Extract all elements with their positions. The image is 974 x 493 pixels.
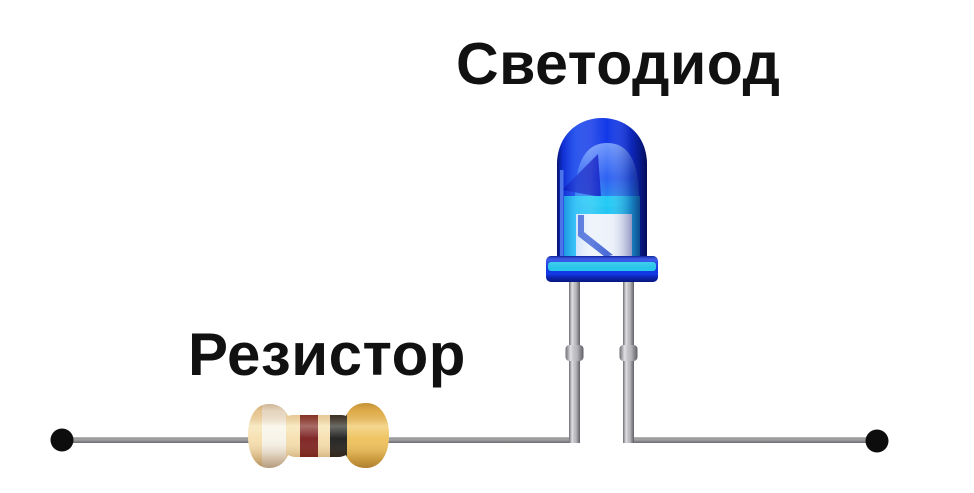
led-leg-right: [619, 281, 638, 443]
led-leg-left-shade: [569, 281, 580, 443]
led-flange: [546, 256, 658, 282]
led-dome-shade: [557, 118, 647, 260]
wire-right-shade: [628, 437, 878, 443]
led-leg-right-shade: [623, 281, 634, 443]
terminal-dot-right: [865, 429, 889, 453]
resistor-label: Резистор: [188, 321, 466, 388]
led-illustration: [546, 118, 658, 443]
led-leg-left: [565, 281, 584, 443]
led-dome-edge-highlight: [560, 170, 564, 256]
led-leg-crimp-left-shade: [565, 345, 584, 361]
wire-right-segment: [628, 437, 878, 443]
terminal-dot-left: [50, 428, 74, 452]
led-label: Светодиод: [456, 31, 781, 97]
led-leg-crimp-right-shade: [619, 345, 638, 361]
resistor-illustration: [248, 403, 389, 468]
led-flange-shade: [546, 256, 658, 282]
led-dome: [557, 118, 647, 260]
resistor-shade: [248, 403, 389, 468]
resistor-bands: [248, 403, 389, 468]
